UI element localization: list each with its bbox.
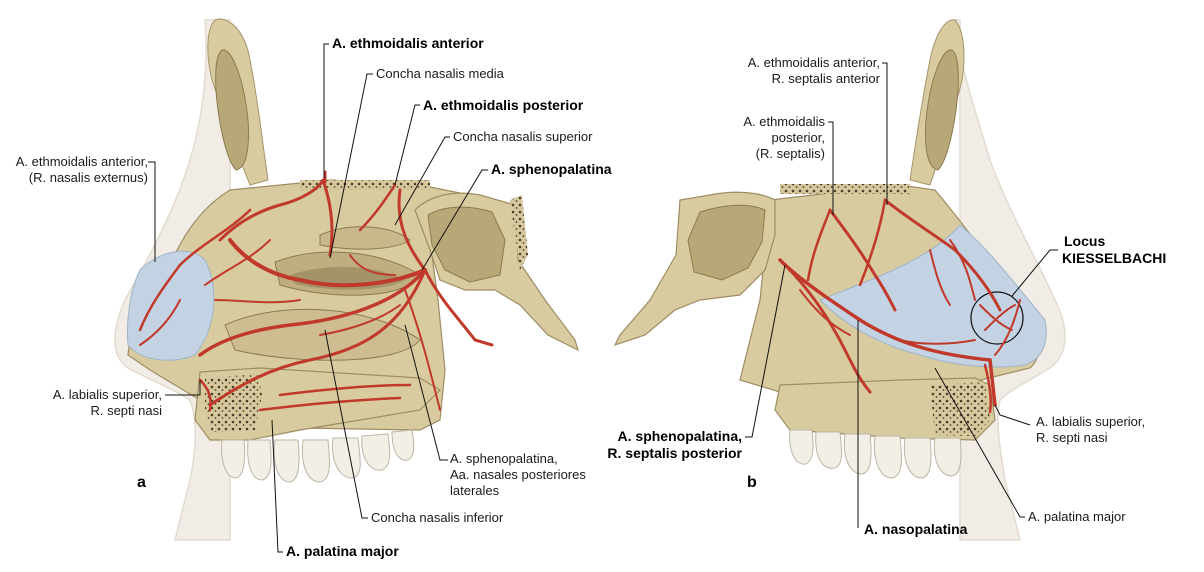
panel-label-b: b bbox=[747, 474, 757, 491]
label-b-palatina-major: A. palatina major bbox=[1028, 509, 1126, 524]
label-a-ethmoidalis-posterior: A. ethmoidalis posterior bbox=[423, 97, 584, 113]
panel-a-palate-marrow bbox=[205, 374, 262, 432]
label-b-eth-post-line2: posterior, bbox=[771, 130, 825, 145]
panel-a-pterygoid bbox=[510, 195, 528, 270]
panel-b-drawing bbox=[613, 19, 1066, 541]
label-a-sph-lat-line1: A. sphenopalatina, bbox=[450, 451, 558, 466]
label-b-eth-post-line3: (R. septalis) bbox=[755, 146, 825, 161]
label-a-sph-lat-line2: Aa. nasales posteriores bbox=[450, 467, 586, 482]
label-a-sphenopalatina-laterales: A. sphenopalatina, Aa. nasales posterior… bbox=[450, 451, 586, 499]
label-a-concha-inferior: Concha nasalis inferior bbox=[371, 510, 504, 525]
label-b-labialis-line2: R. septi nasi bbox=[1036, 430, 1108, 445]
label-b-locus-line2: KIESSELBACHI bbox=[1062, 250, 1167, 266]
panel-b-arteries bbox=[778, 198, 1021, 414]
leader-lines bbox=[148, 43, 1058, 553]
label-a-concha-superior: Concha nasalis superior bbox=[453, 129, 593, 144]
panel-b-locus-circle bbox=[970, 291, 1024, 345]
label-b-sph-sept-line1: A. sphenopalatina, bbox=[617, 428, 742, 444]
label-b-nasopalatina: A. nasopalatina bbox=[864, 521, 968, 537]
label-b-labialis-superior: A. labialis superior, R. septi nasi bbox=[1036, 414, 1145, 446]
label-a-sphenopalatina: A. sphenopalatina bbox=[491, 161, 612, 177]
label-a-labialis-line1: A. labialis superior, bbox=[52, 387, 162, 402]
label-b-ethmoidalis-posterior: A. ethmoidalis posterior, (R. septalis) bbox=[700, 114, 825, 162]
label-a-labialis-superior: A. labialis superior, R. septi nasi bbox=[0, 387, 162, 419]
panel-b-sphenoid-sinus bbox=[687, 204, 766, 281]
panel-a-cribriform bbox=[300, 180, 430, 190]
label-b-ethmoidalis-septalis-anterior: A. ethmoidalis anterior, R. septalis ant… bbox=[700, 55, 880, 87]
panel-b-mucosa bbox=[819, 224, 1047, 368]
label-a-concha-media: Concha nasalis media bbox=[376, 66, 504, 81]
panel-label-a: a bbox=[137, 474, 146, 491]
label-b-eth-ant-line1: A. ethmoidalis anterior, bbox=[747, 55, 880, 70]
panel-b-palate-marrow bbox=[930, 382, 990, 436]
label-b-sph-sept-line2: R. septalis posterior bbox=[607, 445, 742, 461]
label-b-eth-ant-line2: R. septalis anterior bbox=[771, 71, 880, 86]
label-b-sphenopalatina-septalis: A. sphenopalatina, R. septalis posterior bbox=[560, 428, 742, 462]
panel-a-mucosa bbox=[127, 250, 215, 361]
panel-a-concha-superior bbox=[319, 226, 411, 250]
label-a-ethmoidalis-externus: A. ethmoidalis anterior, (R. nasalis ext… bbox=[0, 154, 148, 186]
panel-a-sphenoid-sinus bbox=[427, 206, 506, 283]
panel-a-arteries bbox=[138, 170, 494, 412]
label-a-ethmoidalis-externus-line1: A. ethmoidalis anterior, bbox=[15, 154, 148, 169]
label-b-eth-post-line1: A. ethmoidalis bbox=[743, 114, 825, 129]
label-b-locus-line1: Locus bbox=[1064, 233, 1106, 249]
panel-a-frontal-sinus bbox=[215, 49, 249, 171]
label-b-labialis-line1: A. labialis superior, bbox=[1036, 414, 1146, 429]
label-a-labialis-line2: R. septi nasi bbox=[90, 403, 162, 418]
label-a-sph-lat-line3: laterales bbox=[450, 483, 500, 498]
label-b-locus-kiesselbachi: Locus KIESSELBACHI bbox=[1062, 233, 1166, 267]
label-a-ethmoidalis-externus-line2: (R. nasalis externus) bbox=[28, 170, 148, 185]
panel-b-cribriform bbox=[780, 184, 910, 194]
panel-a-teeth bbox=[221, 429, 415, 483]
panel-b-frontal-sinus bbox=[925, 49, 959, 171]
label-a-palatina-major: A. palatina major bbox=[286, 543, 399, 559]
label-a-ethmoidalis-anterior: A. ethmoidalis anterior bbox=[332, 35, 484, 51]
panel-a-drawing bbox=[114, 18, 579, 541]
